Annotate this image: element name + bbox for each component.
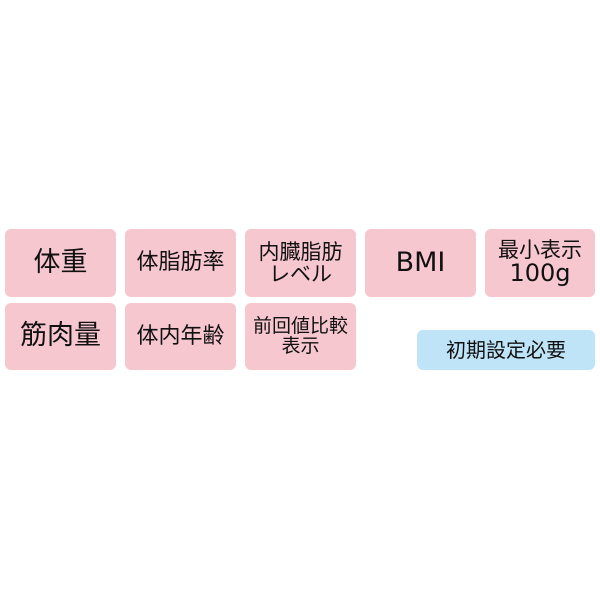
tile-body-age: 体内年齢 — [125, 303, 236, 370]
tile-label: レベル — [269, 262, 332, 286]
tile-label: 最小表示 — [498, 238, 582, 263]
tile-bmi: BMI — [365, 229, 476, 297]
setup-required-badge: 初期設定必要 — [417, 330, 595, 370]
tile-label: 100g — [509, 259, 571, 288]
tile-label: 筋肉量 — [20, 320, 101, 352]
tile-label: 体重 — [33, 246, 88, 278]
tile-label: 内臓脂肪 — [258, 239, 343, 264]
tile-label: 体内年齢 — [136, 323, 225, 349]
tile-label: BMI — [395, 246, 446, 278]
tile-label: 表示 — [281, 334, 320, 357]
tile-label: 前回値比較 — [252, 314, 348, 337]
tile-visceral-fat: 内臓脂肪レベル — [245, 229, 356, 297]
notice-label: 初期設定必要 — [446, 337, 566, 362]
tile-label: 体脂肪率 — [136, 250, 225, 276]
tile-muscle-mass: 筋肉量 — [5, 303, 116, 370]
tile-previous-comparison: 前回値比較表示 — [245, 303, 356, 370]
tile-body-fat: 体脂肪率 — [125, 229, 236, 297]
tile-weight: 体重 — [5, 229, 116, 297]
